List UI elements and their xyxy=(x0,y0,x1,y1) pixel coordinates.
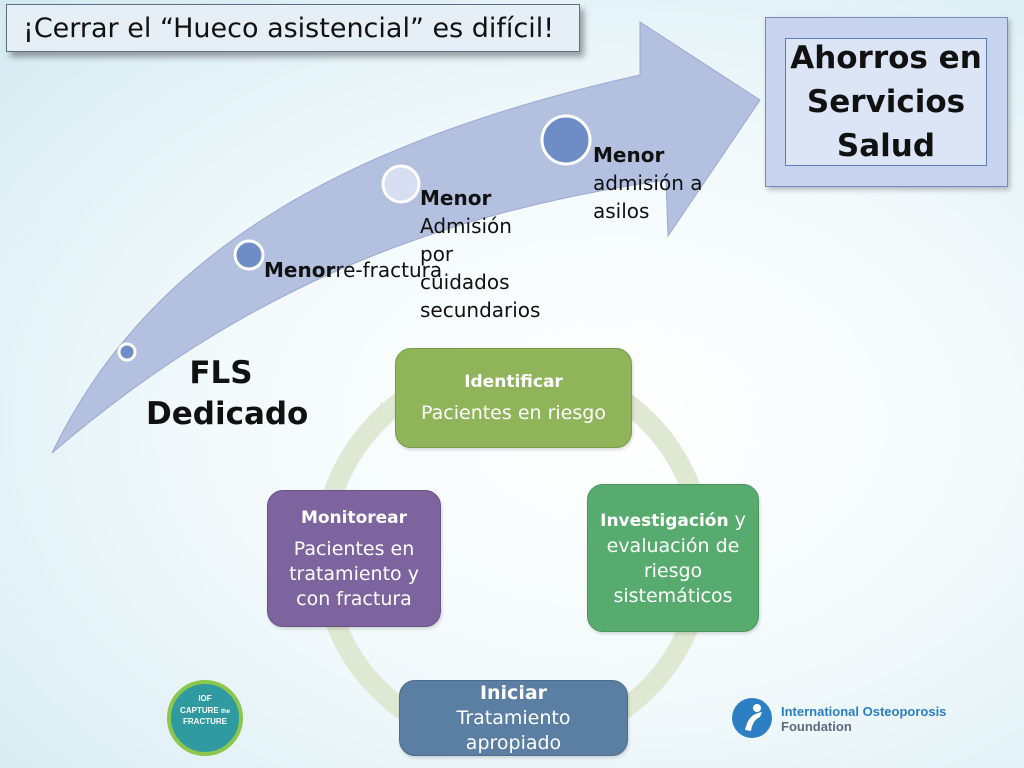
iof-logo-line1: International Osteoporosis xyxy=(781,704,947,719)
investigate-text: evaluación de riesgo sistemáticos xyxy=(606,534,740,607)
capture-logo-line4: FRACTURE xyxy=(183,717,227,726)
savings-box: Ahorros en Servicios Salud xyxy=(785,38,987,166)
savings-box-text: Ahorros en Servicios Salud xyxy=(790,40,982,164)
identify-heading: Identificar xyxy=(464,372,563,392)
iof-logo-figure xyxy=(745,712,762,731)
step-dot-2 xyxy=(233,239,265,271)
cycle-box-investigate: Investigación y evaluación de riesgo sis… xyxy=(587,484,759,632)
investigate-heading-suffix: y xyxy=(728,508,746,531)
capture-logo-badge xyxy=(167,680,243,756)
cycle-box-identify: Identificar Pacientes en riesgo xyxy=(395,348,632,448)
step-dot-4 xyxy=(540,114,592,166)
step-label-bold: Menor xyxy=(593,143,665,167)
step-label-nursing-home: Menor admisión a asilos xyxy=(593,141,723,225)
cycle-box-start: Iniciar Tratamiento apropiado xyxy=(399,680,628,756)
step-label-text: re-fractura xyxy=(335,258,443,282)
investigate-heading: Investigación xyxy=(600,510,729,531)
iof-logo-text: International Osteoporosis Foundation xyxy=(781,704,946,734)
capture-logo-text: IOF CAPTURE the FRACTURE xyxy=(172,694,238,726)
iof-logo-line2: Foundation xyxy=(781,719,852,734)
slide-title: ¡Cerrar el “Hueco asistencial” es difíci… xyxy=(6,4,580,52)
step-label-refracture: Menor re-fractura xyxy=(264,256,445,284)
identify-text: Pacientes en riesgo xyxy=(421,402,606,424)
capture-logo-line2: CAPTURE xyxy=(180,706,219,715)
capture-logo-line3: the xyxy=(220,709,230,715)
step-label-bold: Menor xyxy=(264,258,336,282)
iof-logo-head xyxy=(753,704,761,712)
step-dot-3 xyxy=(381,164,421,204)
start-heading: Iniciar xyxy=(479,681,548,704)
step-label-bold: Menor xyxy=(420,186,492,210)
monitor-heading: Monitorear xyxy=(300,507,408,528)
capture-logo-line1: IOF xyxy=(198,694,212,703)
step-label-text: admisión a asilos xyxy=(593,171,703,223)
step-label-text: Admisión por cuidados secundarios xyxy=(420,214,541,322)
fls-label: FLS Dedicado xyxy=(146,355,309,432)
monitor-text: Pacientes en tratamiento y con fractura xyxy=(289,537,419,610)
cycle-box-monitor: Monitorear Pacientes en tratamiento y co… xyxy=(267,490,441,627)
step-label-secondary-care: Menor Admisión por cuidados secundarios xyxy=(420,184,570,324)
start-text: Tratamiento apropiado xyxy=(456,706,571,754)
step-dot-1 xyxy=(117,342,137,362)
cycle-arrowhead xyxy=(380,402,396,420)
